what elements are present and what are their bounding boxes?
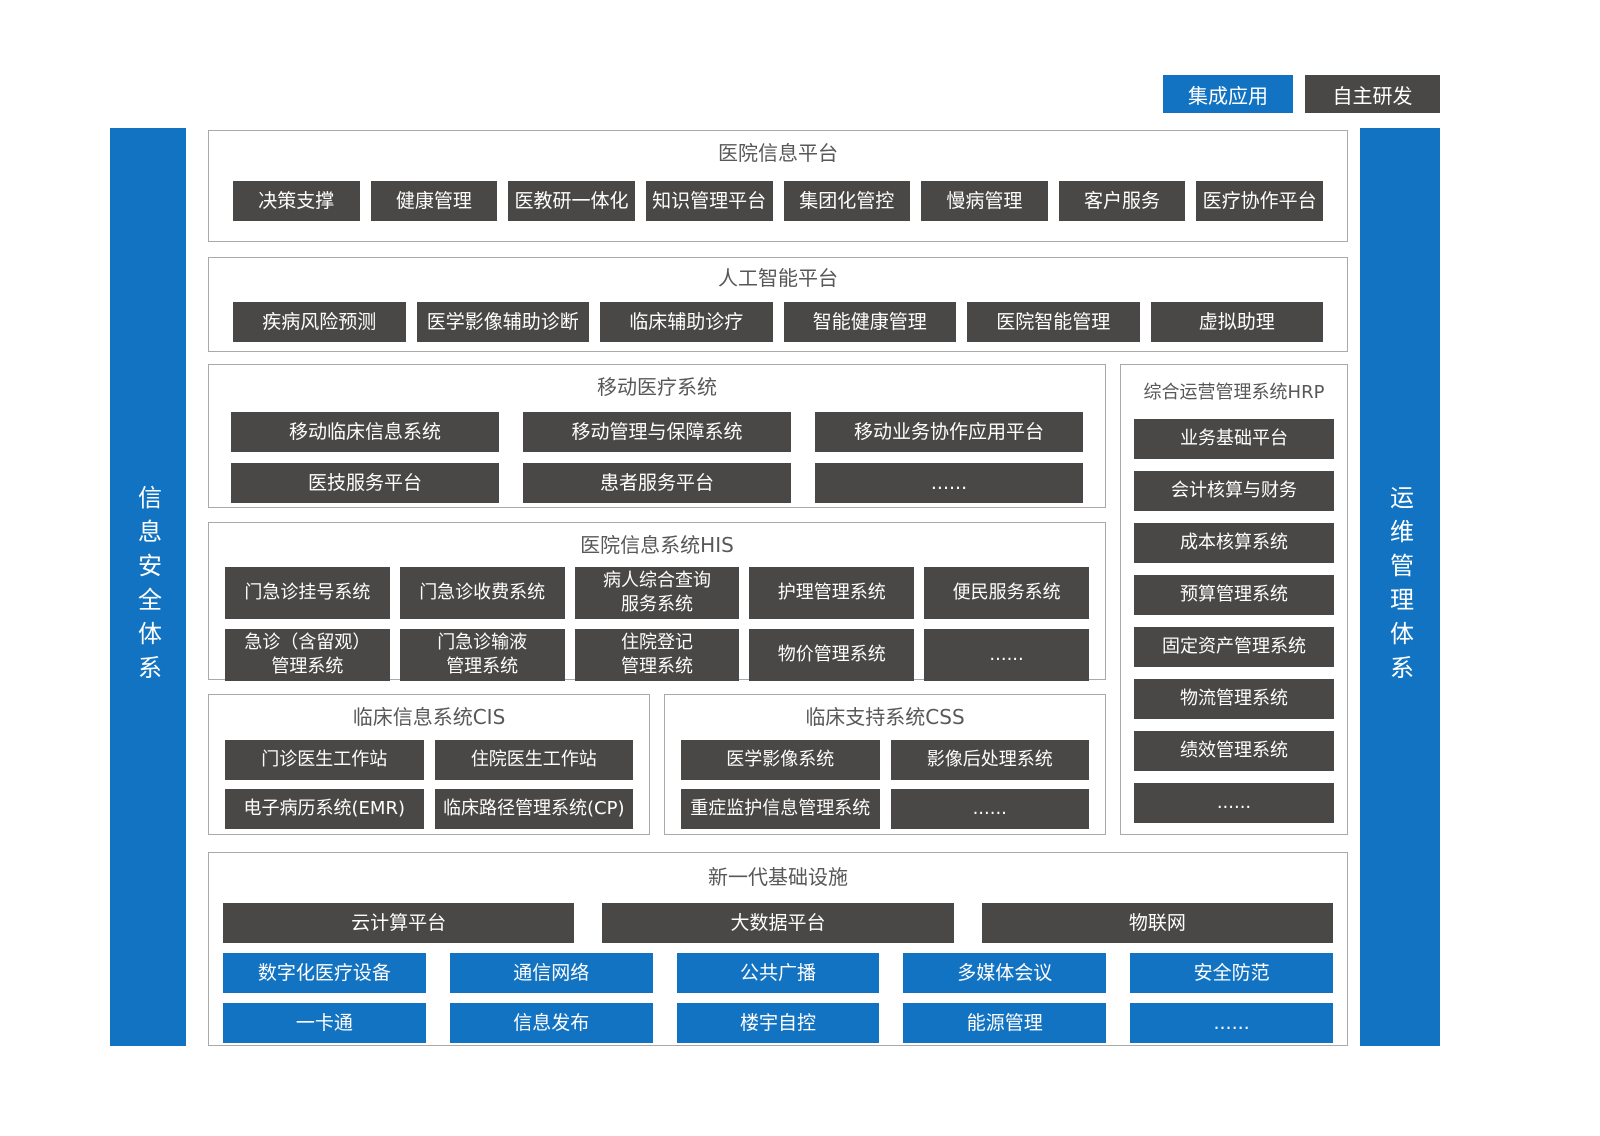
section-title: 人工智能平台: [718, 266, 838, 290]
css-node: 重症监护信息管理系统: [681, 789, 880, 829]
hrp-node: ......: [1134, 783, 1334, 823]
mobile-node: 移动临床信息系统: [231, 412, 499, 452]
ai-node: 虚拟助理: [1150, 302, 1323, 342]
infra-node: 多媒体会议: [903, 953, 1107, 993]
cis-node: 住院医生工作站: [434, 740, 633, 780]
section-title: 临床信息系统CIS: [352, 705, 506, 729]
node-column: 业务基础平台 会计核算与财务 成本核算系统 预算管理系统 固定资产管理系统 物流…: [1134, 419, 1334, 823]
infra-node: 数字化医疗设备: [223, 953, 426, 993]
his-node: 护理管理系统: [749, 567, 915, 619]
mobile-node: 患者服务平台: [523, 463, 791, 503]
legend-self-developed: 自主研发: [1305, 75, 1440, 113]
ai-node: 临床辅助诊疗: [600, 302, 773, 342]
infra-node: ......: [1130, 1003, 1333, 1043]
node-row: 重症监护信息管理系统 ......: [681, 789, 1089, 829]
hrp-node: 会计核算与财务: [1134, 471, 1334, 511]
his-node: 急诊（含留观） 管理系统: [225, 629, 390, 681]
infra-node: 能源管理: [903, 1003, 1107, 1043]
node-row: 门急诊挂号系统 门急诊收费系统 病人综合查询 服务系统 护理管理系统 便民服务系…: [225, 567, 1089, 619]
node-row: 医学影像系统 影像后处理系统: [681, 740, 1089, 780]
section-title: 医院信息系统HIS: [580, 533, 734, 557]
legend-integrated-application: 集成应用: [1163, 75, 1293, 113]
hrp-node: 成本核算系统: [1134, 523, 1334, 563]
his-node: 住院登记 管理系统: [574, 629, 740, 681]
cis-node: 临床路径管理系统(CP): [434, 789, 633, 829]
node-row: 移动临床信息系统 移动管理与保障系统 移动业务协作应用平台: [231, 412, 1083, 452]
ai-node: 疾病风险预测: [233, 302, 406, 342]
section-infrastructure: 新一代基础设施 云计算平台 大数据平台 物联网 数字化医疗设备 通信网络 公共广…: [208, 852, 1348, 1046]
section-mobile-medical: 移动医疗系统 移动临床信息系统 移动管理与保障系统 移动业务协作应用平台 医技服…: [208, 364, 1106, 508]
node-row: 决策支撑 健康管理 医教研一体化 知识管理平台 集团化管控 慢病管理 客户服务 …: [233, 181, 1323, 221]
infra-node: 云计算平台: [223, 903, 575, 943]
his-node: 便民服务系统: [924, 567, 1089, 619]
his-node: ......: [924, 629, 1089, 681]
platform-node: 医教研一体化: [508, 181, 635, 221]
platform-node: 知识管理平台: [645, 181, 773, 221]
mobile-node: 移动业务协作应用平台: [815, 412, 1083, 452]
node-row: 云计算平台 大数据平台 物联网: [223, 903, 1333, 943]
section-hrp: 综合运营管理系统HRP 业务基础平台 会计核算与财务 成本核算系统 预算管理系统…: [1120, 364, 1348, 835]
hrp-node: 预算管理系统: [1134, 575, 1334, 615]
his-node: 门急诊挂号系统: [225, 567, 390, 619]
section-title: 新一代基础设施: [708, 865, 848, 889]
his-node: 病人综合查询 服务系统: [574, 567, 740, 619]
ai-node: 医院智能管理: [967, 302, 1140, 342]
section-title: 综合运营管理系统HRP: [1143, 382, 1325, 403]
infra-node: 楼宇自控: [676, 1003, 880, 1043]
infra-node: 大数据平台: [602, 903, 954, 943]
platform-node: 慢病管理: [921, 181, 1048, 221]
mobile-node: ......: [815, 463, 1083, 503]
his-node: 门急诊输液 管理系统: [399, 629, 565, 681]
platform-node: 医疗协作平台: [1196, 181, 1323, 221]
infra-node: 一卡通: [223, 1003, 426, 1043]
css-node: 影像后处理系统: [890, 740, 1089, 780]
platform-node: 健康管理: [370, 181, 498, 221]
ai-node: 医学影像辅助诊断: [416, 302, 589, 342]
node-row: 数字化医疗设备 通信网络 公共广播 多媒体会议 安全防范: [223, 953, 1333, 993]
node-row: 一卡通 信息发布 楼宇自控 能源管理 ......: [223, 1003, 1333, 1043]
section-title: 临床支持系统CSS: [805, 705, 965, 729]
node-row: 电子病历系统(EMR) 临床路径管理系统(CP): [225, 789, 633, 829]
infra-node: 公共广播: [676, 953, 880, 993]
hrp-node: 业务基础平台: [1134, 419, 1334, 459]
hrp-node: 绩效管理系统: [1134, 731, 1334, 771]
his-node: 门急诊收费系统: [399, 567, 565, 619]
platform-node: 决策支撑: [233, 181, 360, 221]
section-his: 医院信息系统HIS 门急诊挂号系统 门急诊收费系统 病人综合查询 服务系统 护理…: [208, 522, 1106, 681]
section-ai-platform: 人工智能平台 疾病风险预测 医学影像辅助诊断 临床辅助诊疗 智能健康管理 医院智…: [208, 257, 1348, 352]
node-row: 门诊医生工作站 住院医生工作站: [225, 740, 633, 780]
cis-node: 门诊医生工作站: [225, 740, 424, 780]
info-security-label: 信息安全体系: [133, 485, 162, 689]
info-security-bar: 信息安全体系: [110, 128, 186, 1046]
ai-node: 智能健康管理: [783, 302, 956, 342]
section-cis: 临床信息系统CIS 门诊医生工作站 住院医生工作站 电子病历系统(EMR) 临床…: [208, 694, 650, 835]
section-title: 移动医疗系统: [597, 375, 717, 399]
platform-node: 客户服务: [1058, 181, 1186, 221]
node-row: 医技服务平台 患者服务平台 ......: [231, 463, 1083, 503]
cis-node: 电子病历系统(EMR): [225, 789, 424, 829]
section-title: 医院信息平台: [718, 141, 838, 165]
node-row: 疾病风险预测 医学影像辅助诊断 临床辅助诊疗 智能健康管理 医院智能管理 虚拟助…: [233, 302, 1323, 342]
infra-node: 信息发布: [449, 1003, 653, 1043]
css-node: 医学影像系统: [681, 740, 880, 780]
hrp-node: 固定资产管理系统: [1134, 627, 1334, 667]
css-node: ......: [890, 789, 1089, 829]
section-css: 临床支持系统CSS 医学影像系统 影像后处理系统 重症监护信息管理系统 ....…: [664, 694, 1106, 835]
his-node: 物价管理系统: [749, 629, 915, 681]
platform-node: 集团化管控: [783, 181, 911, 221]
mobile-node: 医技服务平台: [231, 463, 499, 503]
hrp-node: 物流管理系统: [1134, 679, 1334, 719]
infra-node: 物联网: [981, 903, 1333, 943]
ops-management-label: 运维管理体系: [1385, 485, 1414, 689]
infra-node: 通信网络: [449, 953, 653, 993]
mobile-node: 移动管理与保障系统: [523, 412, 791, 452]
ops-management-bar: 运维管理体系: [1360, 128, 1440, 1046]
section-hospital-info-platform: 医院信息平台 决策支撑 健康管理 医教研一体化 知识管理平台 集团化管控 慢病管…: [208, 130, 1348, 242]
node-row: 急诊（含留观） 管理系统 门急诊输液 管理系统 住院登记 管理系统 物价管理系统…: [225, 629, 1089, 681]
infra-node: 安全防范: [1130, 953, 1333, 993]
